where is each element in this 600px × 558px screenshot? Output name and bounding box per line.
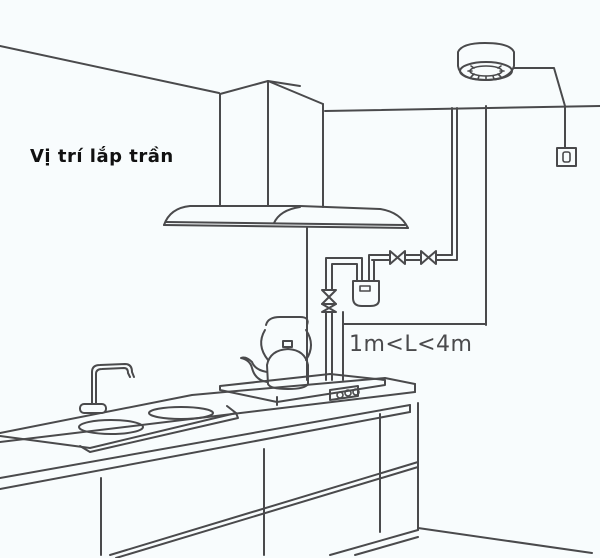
gas-valve-icons [321,250,442,313]
ceiling-wall-lines [0,45,600,554]
gas-stove-icon [219,373,386,406]
gas-meter-icon [352,280,380,307]
kitchen-cabinets [100,402,419,558]
installation-position-label: Vị trí lắp trần [30,146,174,167]
power-socket-icon [556,147,577,167]
distance-bracket [342,311,487,381]
sink-icon [0,405,239,453]
faucet-icon [79,363,135,414]
ceiling-gas-detector-icon [457,42,566,149]
countertop [0,377,416,490]
range-hood [163,80,409,381]
distance-range-label: 1m<L<4m [349,332,473,357]
kettle-icon [240,316,312,390]
